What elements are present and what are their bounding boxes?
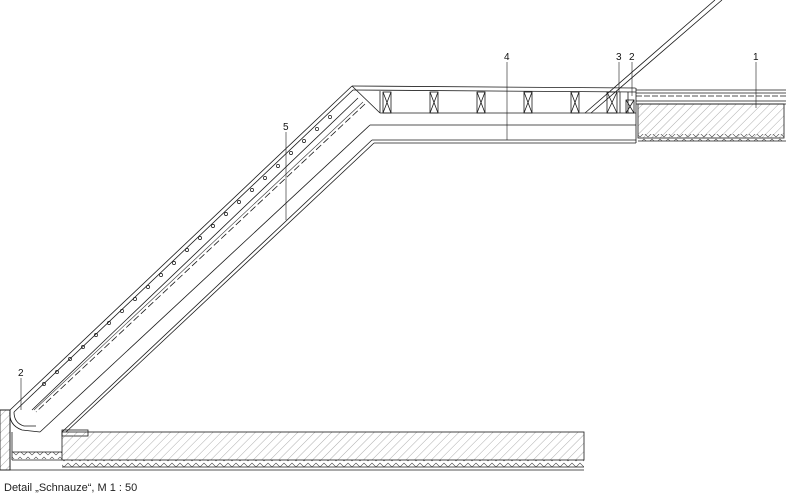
stud-row bbox=[382, 91, 618, 114]
slope-fixings bbox=[42, 115, 332, 386]
callout-5: 5 bbox=[283, 122, 289, 133]
upper-roof-slab bbox=[636, 89, 786, 142]
diagonal-glass-lines bbox=[584, 0, 723, 114]
callout-3: 3 bbox=[616, 52, 622, 63]
callout-2-top: 2 bbox=[629, 52, 635, 63]
top-horizontal-box bbox=[351, 85, 637, 144]
lower-floor-slab bbox=[61, 431, 585, 471]
callout-2-bottom: 2 bbox=[18, 368, 24, 379]
drawing-caption: Detail „Schnauze“, M 1 : 50 bbox=[4, 482, 138, 494]
leader-lines bbox=[20, 62, 757, 410]
callout-1: 1 bbox=[753, 52, 759, 63]
sloped-section bbox=[9, 85, 381, 433]
callout-4: 4 bbox=[504, 52, 510, 63]
